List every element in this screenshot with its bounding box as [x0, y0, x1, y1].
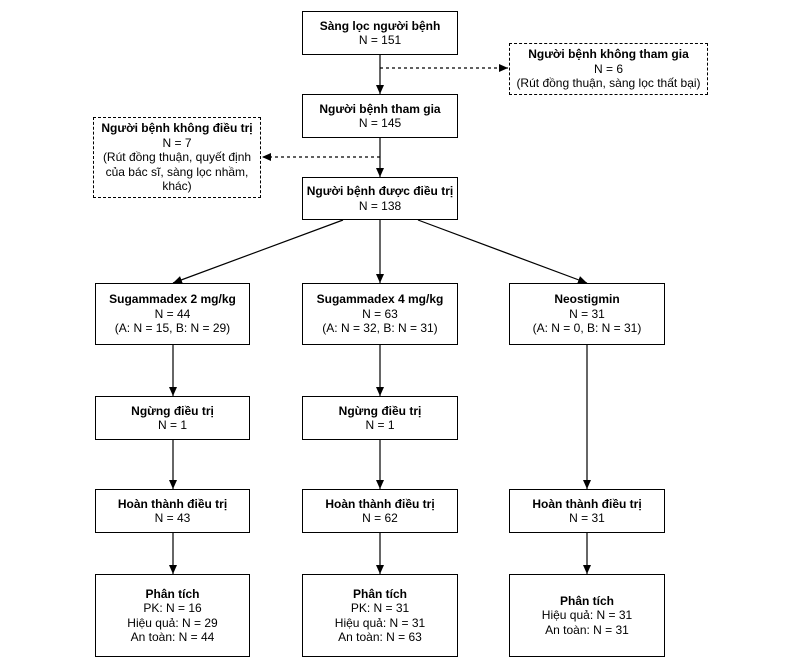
- box-line: Hiệu quả: N = 31: [541, 608, 633, 623]
- box-title: Người bệnh tham gia: [319, 101, 441, 116]
- box-line: PK: N = 31: [350, 601, 410, 615]
- arm-1-discontinued-box: Ngừng điều trị N = 1: [95, 396, 250, 440]
- box-line: (Rút đồng thuận, sàng lọc thất bại): [516, 76, 701, 91]
- box-title: Hoàn thành điều trị: [117, 496, 228, 511]
- box-line: N = 63: [362, 306, 398, 321]
- box-title: Người bệnh không điều trị: [101, 121, 253, 136]
- box-line: N = 7: [162, 135, 192, 150]
- box-line: khác): [162, 179, 192, 194]
- box-title: Phân tích: [559, 593, 614, 608]
- arrow-treated-to-arm-3: [417, 219, 588, 284]
- box-title: Sàng lọc người bệnh: [319, 18, 441, 33]
- box-title: Sugammadex 4 mg/kg: [316, 292, 444, 307]
- box-title: Người bệnh không tham gia: [528, 47, 689, 62]
- box-title: Hoàn thành điều trị: [532, 496, 642, 511]
- box-line: của bác sĩ, sàng lọc nhầm,: [105, 164, 249, 179]
- box-title: Ngừng điều trị: [338, 403, 422, 418]
- not-treated-box: Người bệnh không điều trị N = 7 (Rút đồn…: [93, 117, 261, 198]
- box-title: Người bệnh được điều trị: [306, 184, 454, 198]
- arm-2-analysis-box: Phân tích PK: N = 31 Hiệu quả: N = 31 An…: [302, 574, 458, 657]
- arm-1-completed-box: Hoàn thành điều trị N = 43: [95, 489, 250, 533]
- box-title: Hoàn thành điều trị: [325, 496, 435, 511]
- box-line: N = 31: [569, 511, 605, 525]
- box-line: N = 145: [358, 116, 402, 130]
- box-line: N = 138: [358, 198, 402, 213]
- box-title: Phân tích: [145, 586, 200, 601]
- box-line: N = 151: [358, 33, 402, 47]
- box-line: An toàn: N = 44: [130, 630, 215, 644]
- participating-box: Người bệnh tham gia N = 145: [302, 94, 458, 138]
- box-line: (Rút đồng thuận, quyết định: [102, 150, 252, 165]
- arm-2-completed-box: Hoàn thành điều trị N = 62: [302, 489, 458, 533]
- box-line: Hiệu quả: N = 29: [127, 615, 218, 630]
- box-line: N = 43: [154, 511, 191, 525]
- box-line: N = 44: [154, 306, 191, 321]
- arm-3-group-box: Neostigmin N = 31 (A: N = 0, B: N = 31): [509, 283, 665, 345]
- box-line: (A: N = 0, B: N = 31): [532, 321, 642, 336]
- arm-2-discontinued-box: Ngừng điều trị N = 1: [302, 396, 458, 440]
- screening-box: Sàng lọc người bệnh N = 151: [302, 11, 458, 55]
- box-line: An toàn: N = 63: [338, 630, 422, 644]
- arrow-treated-to-arm-1: [172, 219, 344, 284]
- box-line: N = 1: [365, 418, 395, 432]
- arm-3-completed-box: Hoàn thành điều trị N = 31: [509, 489, 665, 533]
- box-line: N = 1: [157, 418, 187, 432]
- box-title: Phân tích: [352, 586, 407, 601]
- arm-3-analysis-box: Phân tích Hiệu quả: N = 31 An toàn: N = …: [509, 574, 665, 657]
- box-line: (A: N = 15, B: N = 29): [114, 321, 231, 336]
- not-participating-box: Người bệnh không tham gia N = 6 (Rút đồn…: [509, 43, 708, 95]
- box-title: Sugammadex 2 mg/kg: [109, 292, 236, 307]
- arm-1-analysis-box: Phân tích PK: N = 16 Hiệu quả: N = 29 An…: [95, 574, 250, 657]
- arm-2-group-box: Sugammadex 4 mg/kg N = 63 (A: N = 32, B:…: [302, 283, 458, 345]
- box-line: PK: N = 16: [143, 601, 202, 615]
- box-line: An toàn: N = 31: [545, 622, 629, 637]
- box-title: Ngừng điều trị: [131, 403, 214, 418]
- box-line: N = 6: [593, 61, 623, 76]
- arm-1-group-box: Sugammadex 2 mg/kg N = 44 (A: N = 15, B:…: [95, 283, 250, 345]
- box-line: (A: N = 32, B: N = 31): [322, 321, 438, 336]
- box-title: Neostigmin: [554, 292, 620, 307]
- treated-box: Người bệnh được điều trị N = 138: [302, 177, 458, 220]
- box-line: Hiệu quả: N = 31: [334, 615, 426, 630]
- box-line: N = 31: [569, 306, 605, 321]
- box-line: N = 62: [362, 511, 398, 525]
